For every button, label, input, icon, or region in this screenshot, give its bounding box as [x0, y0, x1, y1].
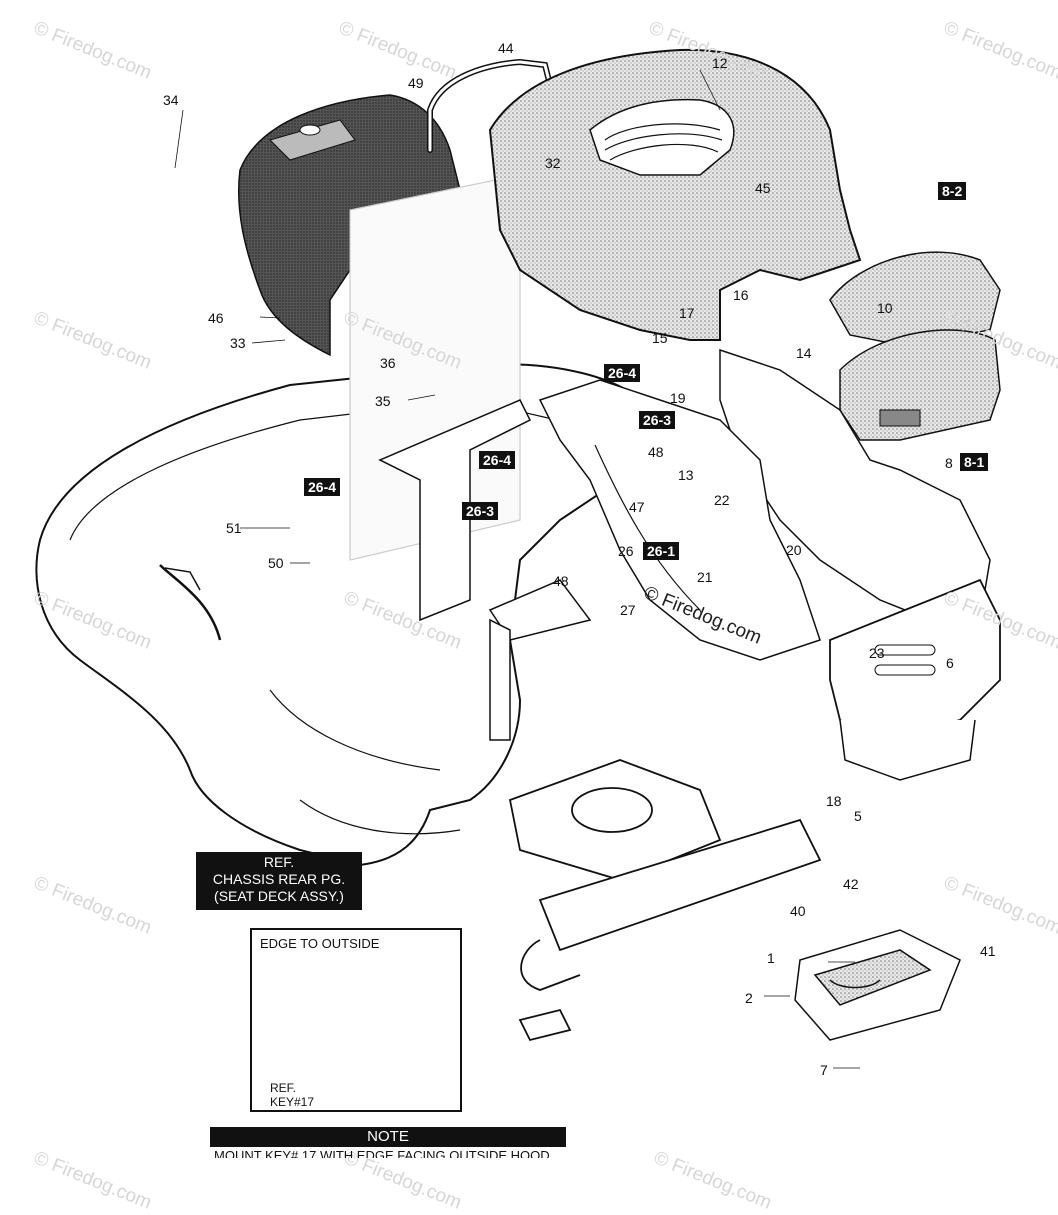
callout-12: 12: [712, 55, 728, 71]
battery-tray: [794, 929, 961, 1041]
callout-7: 7: [820, 1062, 828, 1078]
callout-5: 5: [854, 808, 862, 824]
reference-line2: CHASSIS REAR PG.: [212, 871, 346, 887]
callout-26-4-a: 26-4: [604, 364, 641, 382]
reference-line1: REF.: [263, 854, 295, 870]
callout-48-a: 48: [648, 444, 664, 460]
ref-line2: KEY#17: [270, 1095, 315, 1109]
callout-16: 16: [733, 287, 749, 303]
callout-32: 32: [545, 155, 561, 171]
steering-bracket: [378, 399, 592, 741]
callout-6: 6: [946, 655, 954, 671]
callout-15: 15: [652, 330, 668, 346]
callout-18: 18: [826, 793, 842, 809]
reference-box: REF. CHASSIS REAR PG. (SEAT DECK ASSY.): [196, 852, 362, 910]
note-text: MOUNT KEY# 17 WITH EDGE FACING OUTSIDE H…: [214, 1148, 550, 1158]
note-panel: EDGE TO OUTSIDE REF. KEY#17: [250, 928, 462, 1112]
rear-fender: [237, 94, 482, 357]
callout-1: 1: [767, 950, 775, 966]
callout-20: 20: [786, 542, 802, 558]
callout-42: 42: [843, 876, 859, 892]
callout-44: 44: [498, 40, 514, 56]
callout-10: 10: [877, 300, 893, 316]
callout-47: 47: [629, 499, 645, 515]
callout-26-1: 26-1: [643, 542, 680, 560]
callout-8: 8: [945, 455, 953, 471]
callout-26-3-a: 26-3: [639, 411, 676, 429]
callout-23: 23: [869, 645, 885, 661]
callout-48-b: 48: [553, 573, 569, 589]
reference-line3: (SEAT DECK ASSY.): [214, 888, 344, 904]
callout-50: 50: [268, 555, 284, 571]
edge-label: EDGE TO OUTSIDE: [260, 936, 380, 951]
callout-21: 21: [697, 569, 713, 585]
dashboard-panel: [538, 379, 821, 661]
callout-22: 22: [714, 492, 730, 508]
callout-26-4-b: 26-4: [479, 451, 516, 469]
callout-26: 26: [618, 543, 634, 559]
callout-19: 19: [670, 390, 686, 406]
callout-8-2: 8-2: [938, 182, 967, 200]
callout-34: 34: [163, 92, 179, 108]
callout-27: 27: [620, 602, 636, 618]
callout-26-3-b: 26-3: [462, 502, 499, 520]
callout-14: 14: [796, 345, 812, 361]
callout-35: 35: [375, 393, 391, 409]
seat-deck: [35, 363, 702, 867]
callout-49: 49: [408, 75, 424, 91]
callout-51: 51: [226, 520, 242, 536]
callout-46: 46: [208, 310, 224, 326]
callout-40: 40: [790, 903, 806, 919]
callout-45: 45: [755, 180, 771, 196]
ref-line1: REF.: [270, 1081, 297, 1095]
callout-26-4-c: 26-4: [304, 478, 341, 496]
callout-13: 13: [678, 467, 694, 483]
front-frame: [508, 759, 822, 1042]
callout-2: 2: [745, 990, 753, 1006]
front-grille: [829, 578, 1001, 781]
callout-33: 33: [230, 335, 246, 351]
headlight-housing: [829, 251, 1001, 441]
callout-41: 41: [980, 943, 996, 959]
hood: [488, 48, 862, 341]
callout-17: 17: [679, 305, 695, 321]
note-heading: NOTE: [210, 1127, 566, 1147]
callout-8-1: 8-1: [960, 453, 989, 471]
callout-36: 36: [380, 355, 396, 371]
